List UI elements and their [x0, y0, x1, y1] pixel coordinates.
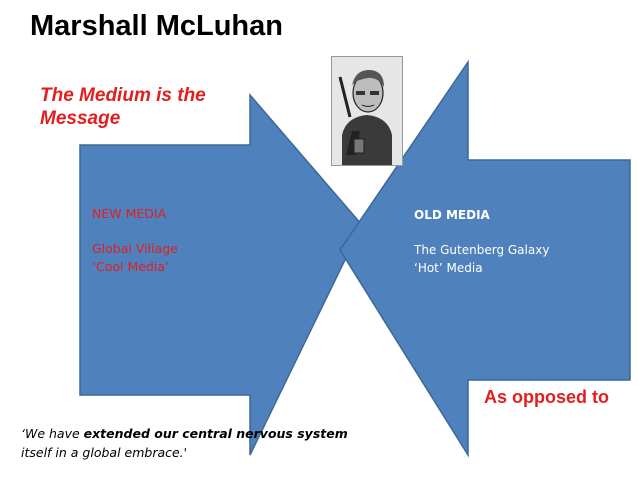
quote-emphasis: extended our central nervous system — [83, 426, 348, 441]
old-media-text: OLD MEDIA The Gutenberg Galaxy ‘Hot’ Med… — [414, 206, 549, 277]
old-media-line-1: The Gutenberg Galaxy — [414, 243, 550, 257]
portrait-photo — [331, 56, 403, 166]
person-photo-icon — [332, 57, 402, 165]
quote-part-1: ‘We have — [21, 426, 84, 441]
new-media-arrow — [79, 92, 363, 456]
subtitle-line-2: Message — [40, 108, 121, 129]
new-media-text: NEW MEDIA Global Village ‘Cool Media’ — [92, 205, 178, 276]
slide-subtitle: The Medium is the Message — [40, 84, 206, 130]
quote-part-2: itself in a global embrace.' — [21, 445, 188, 460]
subtitle-line-1: The Medium is the — [40, 85, 206, 106]
new-media-line-2: ‘Cool Media’ — [92, 259, 169, 274]
old-media-arrow — [339, 59, 631, 458]
new-media-heading: NEW MEDIA — [92, 206, 167, 221]
connector-label: As opposed to — [484, 387, 609, 407]
old-media-heading: OLD MEDIA — [414, 208, 490, 222]
new-media-line-1: Global Village — [92, 241, 178, 256]
old-media-line-2: ‘Hot’ Media — [414, 261, 483, 275]
mcluhan-quote: ‘We have extended our central nervous sy… — [21, 424, 381, 462]
slide-title: Marshall McLuhan — [30, 10, 283, 42]
